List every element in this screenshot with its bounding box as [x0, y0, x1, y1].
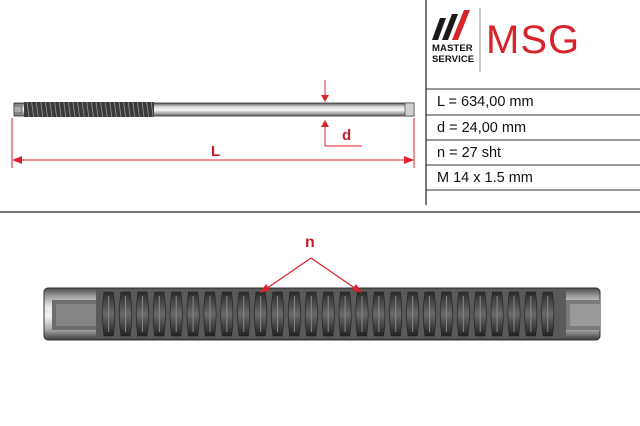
spec-thread: M 14 x 1.5 mm [437, 170, 533, 186]
diameter-dimension [321, 80, 362, 147]
master-service-logo-mark [432, 10, 470, 40]
rack-tooth-small [86, 101, 90, 118]
spec-table-lines [426, 88, 640, 191]
rack-tooth-small [91, 101, 94, 118]
diameter-label: d [342, 127, 352, 144]
rack-tooth-small [77, 101, 80, 118]
rack-detail [43, 287, 601, 341]
rack-tooth-small [81, 101, 85, 118]
brand-sub-line2: SERVICE [432, 54, 475, 65]
rack-tooth-small [68, 101, 71, 118]
spec-length: L = 634,00 mm [437, 94, 534, 110]
rack-tooth-small [132, 101, 136, 118]
teeth-label: n [305, 234, 315, 251]
rack-tooth-small [63, 101, 67, 118]
rack-tooth-small [31, 101, 34, 118]
rack-tooth-small [26, 101, 30, 118]
rack-tooth-small [58, 101, 62, 118]
rack-tooth-small [54, 101, 57, 118]
rack-tooth-small [141, 101, 145, 118]
rack-tooth-small [123, 101, 126, 118]
rack-overview [13, 101, 415, 118]
rack-tooth-small [150, 101, 154, 118]
rack-tooth-small [146, 101, 149, 118]
rack-tooth-small [40, 101, 44, 118]
rack-tooth-small [45, 101, 48, 118]
brand-sub-line1: MASTER [432, 43, 473, 54]
spec-diameter: d = 24,00 mm [437, 120, 527, 136]
rack-tooth-small [100, 101, 103, 118]
rack-tooth-small [114, 101, 117, 118]
rack-tooth-small [35, 101, 39, 118]
rack-tooth-small [104, 101, 108, 118]
rack-tooth-small [127, 101, 131, 118]
length-dimension [11, 118, 415, 168]
rack-tooth-small [109, 101, 113, 118]
brand-wordmark: MSG [486, 18, 581, 62]
rack-tooth-small [95, 101, 99, 118]
rack-tooth-small [137, 101, 140, 118]
length-label: L [211, 143, 221, 160]
rack-tooth-small [49, 101, 53, 118]
rack-tooth-small [118, 101, 122, 118]
teeth-pointer [260, 257, 362, 293]
rack-tooth-small [72, 101, 76, 118]
spec-teeth-count: n = 27 sht [437, 145, 502, 161]
